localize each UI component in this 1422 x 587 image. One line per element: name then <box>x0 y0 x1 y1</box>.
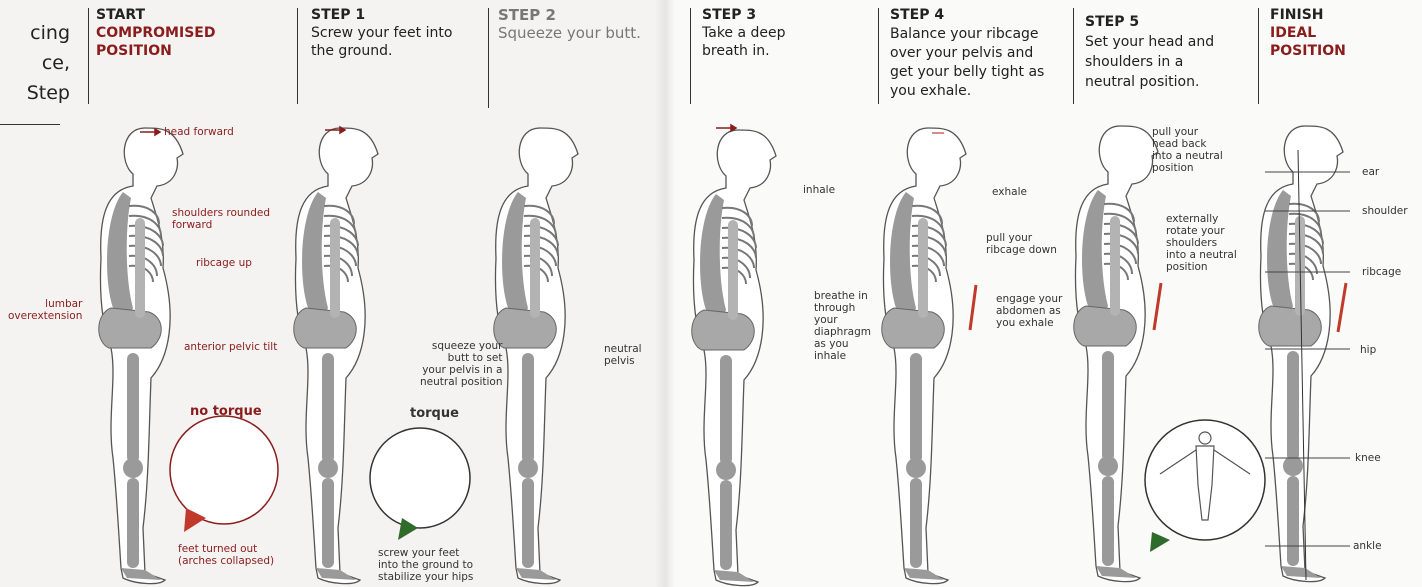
ann-head-forward: head forward <box>164 126 234 138</box>
ann-torque: torque <box>410 408 459 420</box>
ann-screw-feet: screw your feet into the ground to stabi… <box>378 547 473 583</box>
ann-neutral-pelvis: neutral pelvis <box>604 343 642 367</box>
align-label-shoulder: shoulder <box>1362 205 1408 217</box>
ann-pull-head: pull your head back into a neutral posit… <box>1152 126 1223 174</box>
ann-feet-out: feet turned out (arches collapsed) <box>178 543 274 567</box>
align-label-hip: hip <box>1360 344 1376 356</box>
ann-no-torque: no torque <box>190 406 262 418</box>
align-label-ear: ear <box>1362 166 1379 178</box>
ann-breathe: breathe in through your diaphragm as you… <box>814 290 871 362</box>
ann-ribcage-up: ribcage up <box>196 257 252 269</box>
ann-rotate: externally rotate your shoulders into a … <box>1166 213 1237 273</box>
align-label-ankle: ankle <box>1353 540 1382 552</box>
ann-pull-ribcage: pull your ribcage down <box>986 232 1057 256</box>
align-label-knee: knee <box>1355 452 1381 464</box>
ann-engage: engage your abdomen as you exhale <box>996 293 1062 329</box>
ann-anterior-tilt: anterior pelvic tilt <box>184 341 277 353</box>
ann-exhale: exhale <box>992 186 1027 198</box>
ann-squeeze: squeeze your butt to set your pelvis in … <box>420 340 502 388</box>
ann-inhale: inhale <box>803 184 835 196</box>
align-label-ribcage: ribcage <box>1362 266 1401 278</box>
ann-lumbar: lumbar overextension <box>8 298 82 322</box>
ann-shoulders-rounded: shoulders rounded forward <box>172 207 270 231</box>
